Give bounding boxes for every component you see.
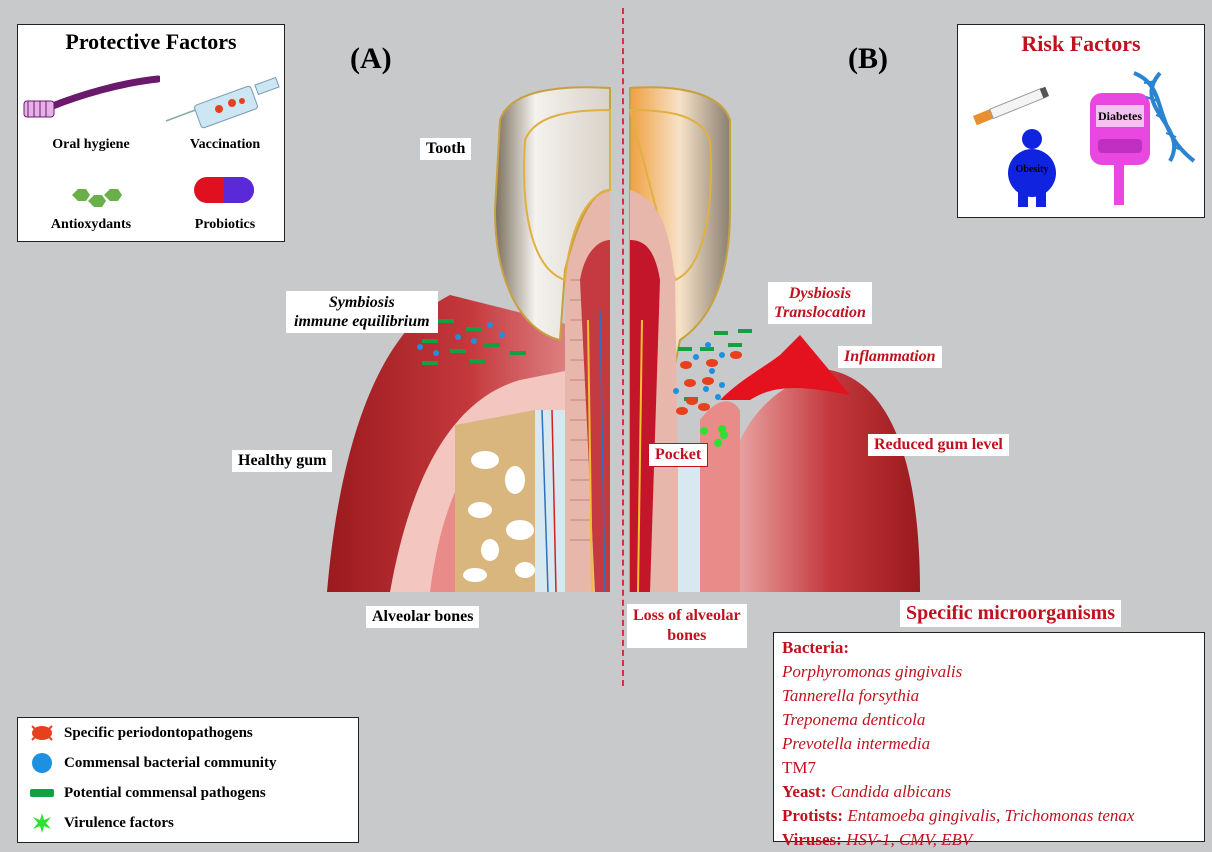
legend-label: Specific periodontopathogens [64, 725, 253, 742]
label-pocket: Pocket [648, 443, 708, 467]
legend-label: Potential commensal pathogens [64, 785, 266, 802]
legend-item-commensal: Commensal bacterial community [28, 752, 276, 774]
protective-item-oral-hygiene: Oral hygiene [36, 137, 146, 153]
viruses-label: Viruses: [782, 830, 842, 849]
probiotic-capsule-icon [190, 171, 260, 211]
bacteria-item: Prevotella intermedia [782, 732, 1196, 756]
cigarette-icon [966, 81, 1056, 131]
label-dysbiosis-line2: Translocation [774, 303, 866, 322]
protective-factors-box: Protective Factors Oral hygiene Vaccinat… [17, 24, 285, 242]
label-loss-line2: bones [633, 626, 741, 646]
legend-box: Specific periodontopathogens Commensal b… [17, 717, 359, 843]
label-healthy-gum: Healthy gum [232, 450, 332, 472]
legend-item-virulence: Virulence factors [28, 812, 174, 834]
protists-value: Entamoeba gingivalis, Trichomonas tenax [847, 806, 1134, 825]
bacteria-heading: Bacteria: [782, 636, 1196, 660]
virulence-star-icon [28, 812, 56, 834]
label-dysbiosis: Dysbiosis Translocation [768, 282, 872, 324]
legend-item-pathogens: Specific periodontopathogens [28, 722, 253, 744]
potential-pathogen-bar-icon [28, 782, 56, 804]
pathogen-bug-icon [28, 722, 56, 744]
protists-label: Protists: [782, 806, 843, 825]
legend-label: Virulence factors [64, 815, 174, 832]
commensal-dot-icon [28, 752, 56, 774]
risk-factors-title: Risk Factors [958, 31, 1204, 57]
bacteria-label: Bacteria: [782, 638, 849, 657]
legend-item-potential: Potential commensal pathogens [28, 782, 266, 804]
toothbrush-icon [20, 75, 160, 145]
label-symbiosis-line2: immune equilibrium [294, 312, 430, 331]
yeast-value: Candida albicans [831, 782, 951, 801]
bacteria-item: Treponema denticola [782, 708, 1196, 732]
microbe-cluster-right [668, 325, 758, 455]
bacteria-item: Porphyromonas gingivalis [782, 660, 1196, 684]
protective-item-antioxidants: Antioxydants [36, 217, 146, 233]
label-inflammation: Inflammation [838, 346, 942, 368]
label-tooth: Tooth [420, 138, 471, 160]
protective-factors-title: Protective Factors [18, 29, 284, 55]
bacteria-item: Tannerella forsythia [782, 684, 1196, 708]
viruses-value: HSV-1, CMV, EBV [846, 830, 972, 849]
label-loss-alveolar-bones: Loss of alveolar bones [627, 604, 747, 648]
protective-item-vaccination: Vaccination [170, 137, 280, 153]
syringe-icon [164, 77, 284, 137]
label-reduced-gum-level: Reduced gum level [868, 434, 1009, 456]
risk-factors-box: Risk Factors Obesity Diabetes [957, 24, 1205, 218]
label-alveolar-bones: Alveolar bones [366, 606, 479, 628]
protective-item-probiotics: Probiotics [170, 217, 280, 233]
label-symbiosis: Symbiosis immune equilibrium [286, 291, 438, 333]
yeast-label: Yeast: [782, 782, 826, 801]
microorganisms-box: Bacteria: Porphyromonas gingivalis Tanne… [773, 632, 1205, 842]
obesity-label: Obesity [1008, 164, 1056, 175]
label-dysbiosis-line1: Dysbiosis [774, 284, 866, 303]
tm7-item: TM7 [782, 756, 1196, 780]
yeast-line: Yeast: Candida albicans [782, 780, 1196, 804]
viruses-line: Viruses: HSV-1, CMV, EBV [782, 828, 1196, 852]
label-loss-line1: Loss of alveolar [633, 606, 741, 626]
dna-helix-icon [1130, 67, 1200, 167]
protists-line: Protists: Entamoeba gingivalis, Trichomo… [782, 804, 1196, 828]
label-symbiosis-line1: Symbiosis [294, 293, 430, 312]
panel-label-a: (A) [350, 42, 392, 76]
microorganisms-title: Specific microorganisms [900, 600, 1121, 627]
legend-label: Commensal bacterial community [64, 755, 276, 772]
panel-label-b: (B) [848, 42, 888, 76]
antioxidant-hexagons-icon [66, 185, 126, 215]
